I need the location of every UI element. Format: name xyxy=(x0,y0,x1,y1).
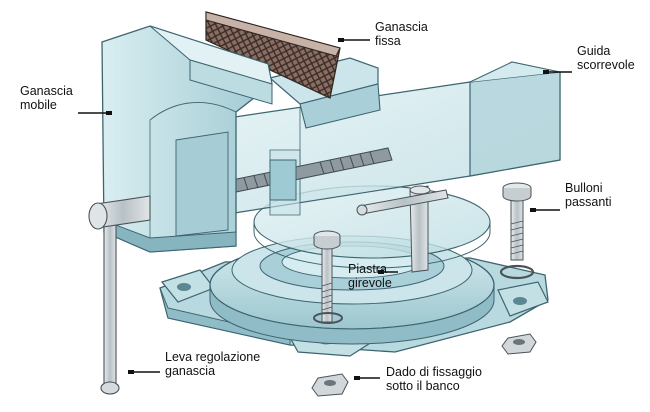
label-leva-regolazione: Leva regolazione ganascia xyxy=(165,350,261,378)
sliding-guide xyxy=(227,61,561,216)
fixed-jaw xyxy=(205,11,381,129)
label-guida-scorrevole: Guida scorrevole xyxy=(577,44,635,72)
label-ganascia-mobile: Ganascia mobile xyxy=(20,84,73,112)
base-bolt xyxy=(313,230,343,324)
adjustment-lever xyxy=(88,195,151,395)
label-ganascia-fissa: Ganascia fissa xyxy=(375,20,428,48)
callout-lines xyxy=(78,39,572,379)
label-bulloni-passanti: Bulloni passanti xyxy=(565,181,612,209)
callout-ends xyxy=(106,38,549,380)
through-bolt xyxy=(499,182,535,280)
label-dado-fissaggio: Dado di fissaggio sotto il banco xyxy=(386,365,482,393)
nut-bottom xyxy=(311,373,349,397)
nut-right xyxy=(501,333,537,355)
moving-jaw xyxy=(101,25,273,253)
rotation-handle xyxy=(356,185,449,273)
label-piastra-girevole: Piastra girevole xyxy=(348,262,392,290)
